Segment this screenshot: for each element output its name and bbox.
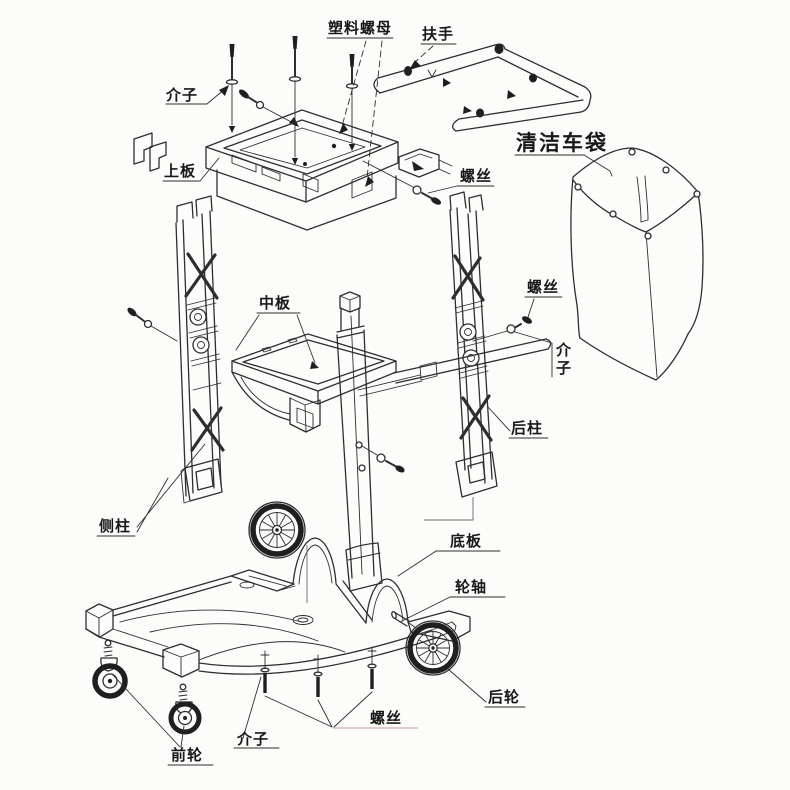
top-board-drawing xyxy=(205,109,399,231)
corner-screw xyxy=(239,89,299,127)
label-screw-right: 螺丝 xyxy=(527,278,559,296)
bottom-screws xyxy=(260,646,377,697)
label-front-wheel: 前轮 xyxy=(171,746,203,764)
front-caster-right xyxy=(168,683,202,735)
label-washer-top: 介子 xyxy=(165,86,198,104)
label-screw-upper: 螺丝 xyxy=(460,167,492,185)
side-column-screw xyxy=(127,307,178,342)
middle-board-drawing xyxy=(231,333,552,433)
wheel-axle-drawing xyxy=(391,610,417,629)
handle-drawing xyxy=(373,43,592,132)
label-handle: 扶手 xyxy=(422,25,454,43)
label-middle-board: 中板 xyxy=(259,294,291,312)
rear-wheel-lower xyxy=(405,620,461,676)
side-column-drawing xyxy=(175,195,225,504)
upper-screw-washer xyxy=(362,160,442,205)
label-washer-bottom: 介子 xyxy=(236,730,269,748)
label-rear-wheel: 后轮 xyxy=(488,688,520,706)
label-side-column: 侧柱 xyxy=(99,517,131,535)
board-ear-brackets xyxy=(133,132,167,172)
labels: 介子 塑料螺母 扶手 上板 清洁车袋 螺丝 中板 螺丝 介子 后柱 侧柱 底板 … xyxy=(99,19,608,764)
label-washer-right: 介子 xyxy=(554,341,572,378)
label-plastic-nut: 塑料螺母 xyxy=(328,19,392,37)
top-bolts xyxy=(225,36,359,165)
rear-wheel-upper xyxy=(248,501,306,559)
cleaning-bag-drawing xyxy=(570,147,704,381)
post-screw-washer xyxy=(361,445,405,473)
label-bottom-board: 底板 xyxy=(450,532,482,550)
base-plate-drawing xyxy=(85,537,471,678)
center-post-drawing xyxy=(336,291,383,592)
leader-lines xyxy=(96,37,613,766)
front-caster-left xyxy=(92,639,128,699)
label-rear-column: 后柱 xyxy=(511,419,543,437)
label-wheel-axle: 轮轴 xyxy=(455,578,487,596)
label-screw-bottom: 螺丝 xyxy=(370,709,402,727)
rear-column-drawing xyxy=(424,191,498,521)
board-right-bracket xyxy=(398,148,453,178)
label-cleaning-cart-bag: 清洁车袋 xyxy=(516,131,608,155)
label-top-board: 上板 xyxy=(164,162,196,180)
rear-column-screw-washer xyxy=(472,316,553,378)
